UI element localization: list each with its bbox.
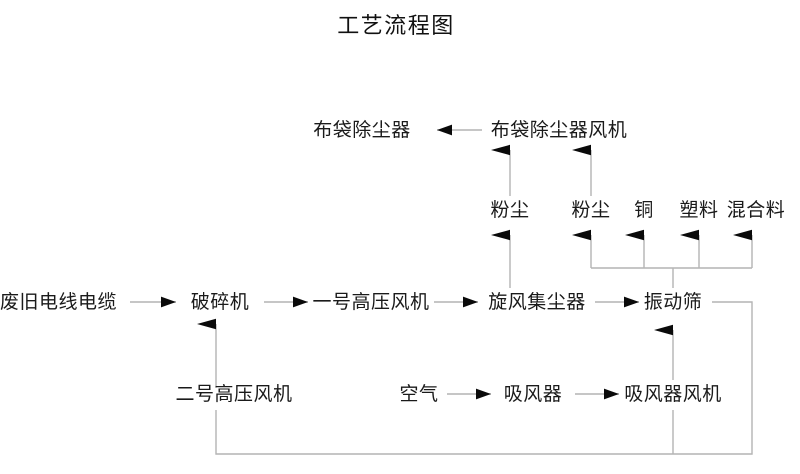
page-title: 工艺流程图	[337, 14, 455, 39]
node-bag-dust-collector: 布袋除尘器	[313, 119, 411, 141]
node-crusher: 破碎机	[190, 291, 250, 313]
node-dust-right: 粉尘	[571, 199, 611, 221]
node-air: 空气	[399, 383, 439, 405]
node-cyclone-dust-collector: 旋风集尘器	[488, 291, 586, 313]
node-air-suction-device: 吸风器	[503, 383, 563, 405]
node-high-pressure-fan-1: 一号高压风机	[312, 291, 430, 313]
node-plastic: 塑料	[679, 199, 719, 221]
node-bag-dust-collector-fan: 布袋除尘器风机	[490, 119, 628, 141]
node-waste-wire-cable: 废旧电线电缆	[0, 291, 118, 313]
node-high-pressure-fan-2: 二号高压风机	[175, 383, 293, 405]
node-air-suction-fan: 吸风器风机	[624, 383, 722, 405]
edge-recirculation-loop	[215, 301, 753, 455]
node-vibrating-screen: 振动筛	[643, 291, 703, 313]
node-dust-left: 粉尘	[490, 199, 530, 221]
node-mixed-material: 混合料	[726, 199, 786, 221]
node-copper: 铜	[634, 199, 654, 221]
